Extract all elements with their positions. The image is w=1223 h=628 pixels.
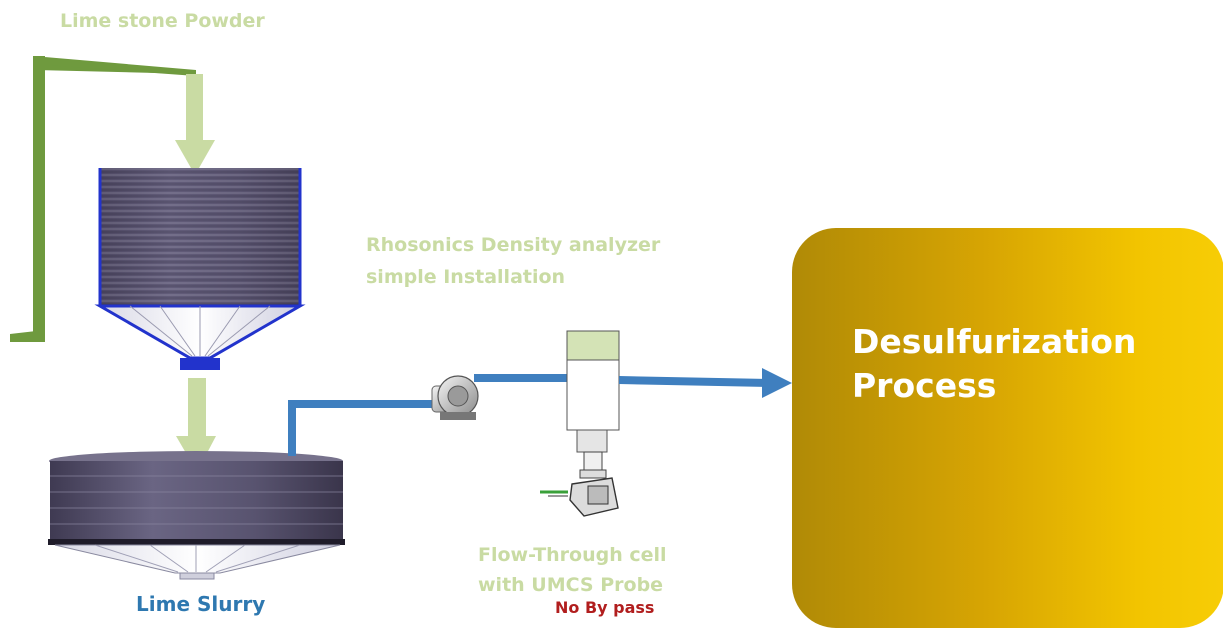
silo-icon	[94, 168, 306, 370]
limestone-feed-line	[10, 56, 196, 342]
flow-cell-label-line2: with UMCS Probe	[478, 574, 664, 596]
flow-cell-icon	[566, 330, 620, 453]
limestone-powder-label: Lime stone Powder	[60, 10, 265, 32]
pipe-tank-to-pump	[288, 400, 440, 456]
pipe-cell-to-process	[618, 368, 792, 398]
pump-icon	[431, 375, 479, 420]
lime-slurry-label: Lime Slurry	[136, 592, 266, 616]
analyzer-label-line2: simple Installation	[366, 266, 566, 288]
process-title-line2: Process	[852, 366, 997, 405]
analyzer-label-line1: Rhosonics Density analyzer	[366, 234, 661, 256]
desulfurization-process-box: Desulfurization Process	[792, 228, 1223, 628]
slurry-tank-icon	[48, 451, 345, 580]
no-bypass-label: No By pass	[555, 598, 655, 617]
process-title-line1: Desulfurization	[852, 322, 1137, 361]
probe-icon	[540, 451, 619, 517]
flow-cell-label: Flow-Through cell with UMCS Probe	[478, 540, 667, 600]
process-title: Desulfurization Process	[852, 320, 1136, 408]
analyzer-label: Rhosonics Density analyzer simple Instal…	[366, 229, 660, 293]
feed-arrow-top	[175, 74, 215, 175]
flow-cell-label-line1: Flow-Through cell	[478, 544, 667, 566]
